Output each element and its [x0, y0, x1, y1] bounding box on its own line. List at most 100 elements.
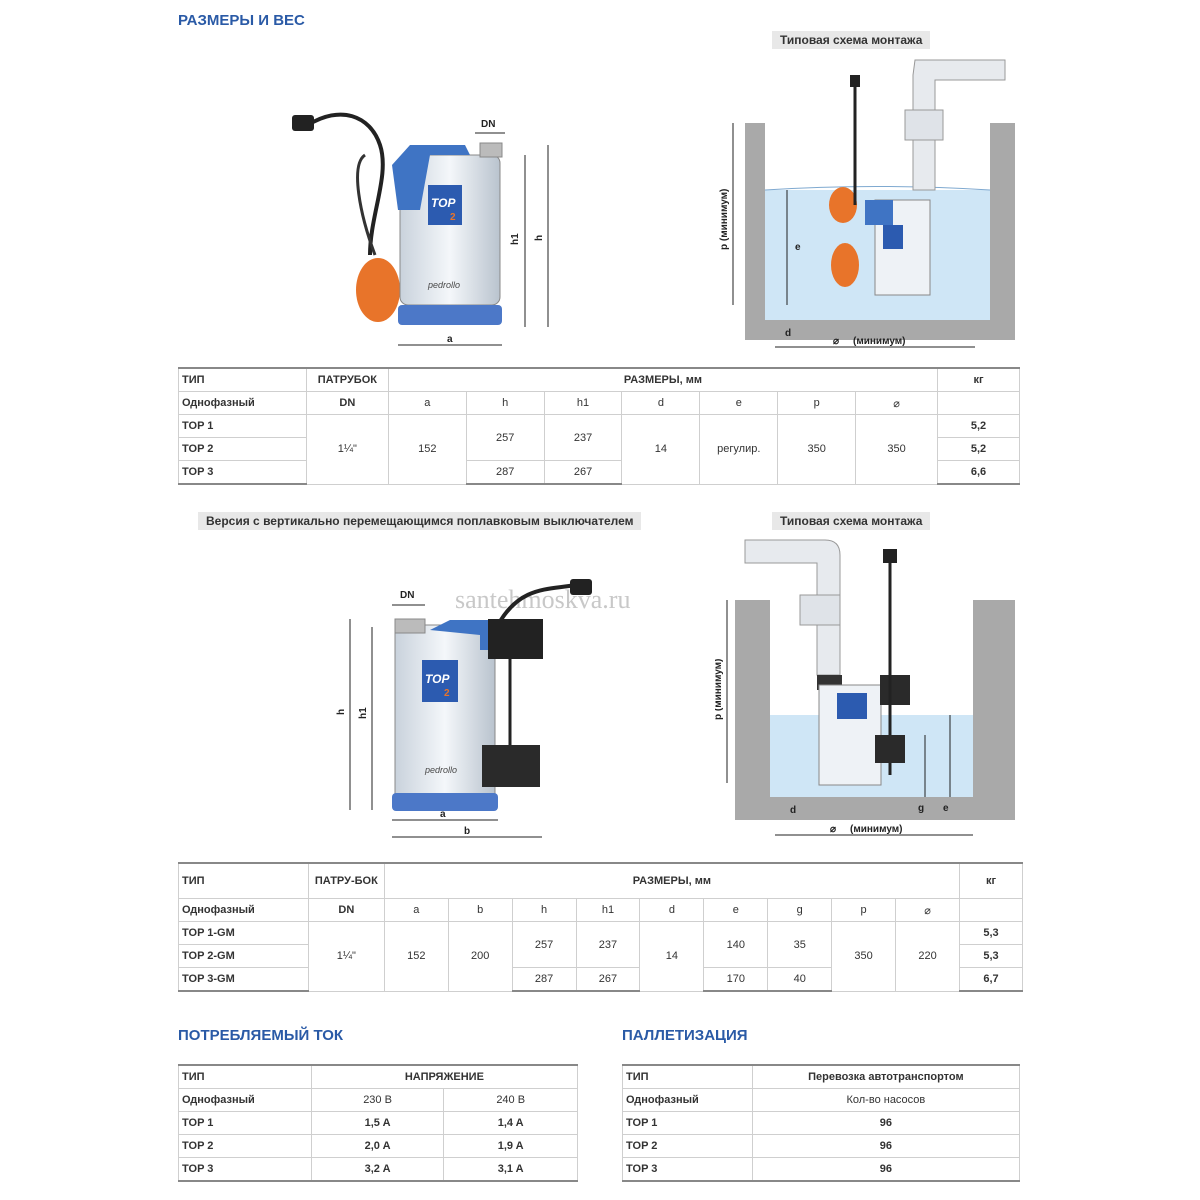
t1-col: h1	[543, 391, 623, 415]
pallet-header-transport: Перевозка автотранспортом	[751, 1064, 1021, 1089]
t2-header-phase: Однофазный	[178, 898, 309, 922]
t2-h12: 257	[511, 921, 577, 968]
t1-dn: 1¼"	[305, 414, 389, 485]
dim-d: d	[785, 328, 791, 339]
t2-dia: 220	[895, 921, 960, 992]
t1-h1-12: 237	[543, 414, 623, 461]
t1-a: 152	[387, 414, 467, 485]
current-v2: 240 В	[443, 1088, 578, 1112]
t2-header-dn: DN	[307, 898, 385, 922]
t2-kg: 5,3	[958, 944, 1024, 968]
t1-header-dn: DN	[305, 391, 389, 415]
table-row: TOP 3	[178, 1157, 312, 1182]
t1-e: регулир.	[699, 414, 779, 485]
t1-header-dims: РАЗМЕРЫ, мм	[387, 367, 939, 392]
table-row: TOP 2	[622, 1134, 753, 1158]
float-switch-top-icon	[488, 619, 543, 659]
t2-header-kg: кг	[958, 862, 1024, 899]
t2-a: 152	[383, 921, 449, 992]
current-table: ТИП НАПРЯЖЕНИЕ Однофазный 230 В 240 В TO…	[178, 1064, 579, 1182]
dim-diameter-2: ⌀	[830, 824, 836, 835]
t2-p: 350	[831, 921, 897, 992]
dim-dn: DN	[481, 119, 495, 130]
t1-h1-3: 267	[543, 460, 623, 485]
pump-brand-label: TOP	[431, 196, 456, 210]
t2-d: 14	[639, 921, 705, 992]
pump-maker-label: pedrollo	[427, 280, 460, 290]
t2-col: g	[767, 898, 833, 922]
current-cell: 3,2 A	[310, 1157, 445, 1182]
t2-kg: 5,3	[958, 921, 1024, 945]
t2-col: b	[447, 898, 513, 922]
t2-g3: 40	[767, 967, 833, 992]
dim-min-2: (минимум)	[850, 824, 903, 835]
plug-icon	[292, 115, 314, 131]
t2-col: h1	[575, 898, 641, 922]
pallet-header-type: ТИП	[622, 1064, 753, 1089]
t1-kg: 6,6	[937, 460, 1020, 485]
current-header-voltage: НАПРЯЖЕНИЕ	[310, 1064, 579, 1089]
pump-model-label: 2	[444, 688, 450, 699]
table-row: TOP 1-GM	[178, 921, 309, 945]
t2-e3: 170	[703, 967, 769, 992]
table-row: TOP 1	[178, 1111, 312, 1135]
t1-h3: 287	[465, 460, 545, 485]
current-header-type: ТИП	[178, 1064, 312, 1089]
table-row: TOP 1	[622, 1111, 753, 1135]
current-cell: 1,9 A	[443, 1134, 578, 1158]
t2-col: a	[383, 898, 449, 922]
dim-g-2: g	[918, 803, 924, 814]
dim-h1-2: h1	[358, 707, 369, 719]
dim-p-2: p (минимум)	[715, 659, 724, 720]
t2-col: e	[703, 898, 769, 922]
t2-col: d	[639, 898, 705, 922]
t1-dia: 350	[855, 414, 939, 485]
t1-col: d	[621, 391, 701, 415]
t2-b: 200	[447, 921, 513, 992]
t2-col: h	[511, 898, 577, 922]
current-cell: 1,5 A	[310, 1111, 445, 1135]
table-row: TOP 3-GM	[178, 967, 309, 992]
t1-col: e	[699, 391, 779, 415]
pump-dimension-drawing-2: TOP 2 pedrollo DN h h1 a b	[336, 579, 592, 838]
table-row: TOP 3	[622, 1157, 753, 1182]
install-diagram-1: p (минимум) e d ⌀ (минимум)	[719, 59, 1015, 348]
t1-col: p	[777, 391, 857, 415]
table-row: TOP 2-GM	[178, 944, 309, 968]
pump-dimension-drawing-1: TOP 2 pedrollo DN h1 h a	[292, 112, 549, 346]
dim-h: h	[534, 235, 545, 241]
dim-b-2: b	[464, 826, 470, 837]
dim-h1: h1	[510, 233, 521, 245]
t1-header-phase: Однофазный	[178, 391, 307, 415]
current-cell: 3,1 A	[443, 1157, 578, 1182]
dim-p: p (минимум)	[719, 189, 730, 250]
t2-header-dims: РАЗМЕРЫ, мм	[383, 862, 960, 899]
t2-h3: 287	[511, 967, 577, 992]
float-switch-icon	[356, 258, 400, 322]
t1-header-type: ТИП	[178, 367, 307, 392]
current-cell: 2,0 A	[310, 1134, 445, 1158]
t1-kg: 5,2	[937, 437, 1020, 461]
table-row: TOP 3	[178, 460, 307, 485]
table-row: TOP 1	[178, 414, 307, 438]
current-cell: 1,4 A	[443, 1111, 578, 1135]
dim-min-1: (минимум)	[853, 336, 906, 347]
t1-col: ⌀	[855, 391, 939, 415]
pallet-cell: 96	[751, 1111, 1021, 1135]
pallet-cell: 96	[751, 1157, 1021, 1182]
dimensions-table-1: ТИП ПАТРУБОК РАЗМЕРЫ, мм кг Однофазный D…	[178, 367, 1020, 485]
pump-brand-label: TOP	[425, 672, 450, 686]
pump-model-label: 2	[450, 212, 456, 223]
dim-e: e	[795, 242, 801, 253]
t2-kg: 6,7	[958, 967, 1024, 992]
pallet-cell: 96	[751, 1134, 1021, 1158]
pallet-table: ТИП Перевозка автотранспортом Однофазный…	[622, 1064, 1021, 1182]
current-v1: 230 В	[310, 1088, 445, 1112]
t1-kg: 5,2	[937, 414, 1020, 438]
current-header-phase: Однофазный	[178, 1088, 312, 1112]
dim-e-2: e	[943, 803, 949, 814]
dimensions-table-2: ТИП ПАТРУ-БОК РАЗМЕРЫ, мм кг Однофазный …	[178, 862, 1024, 992]
t1-p: 350	[777, 414, 857, 485]
float-switch-bottom-icon	[482, 745, 540, 787]
t1-d: 14	[621, 414, 701, 485]
